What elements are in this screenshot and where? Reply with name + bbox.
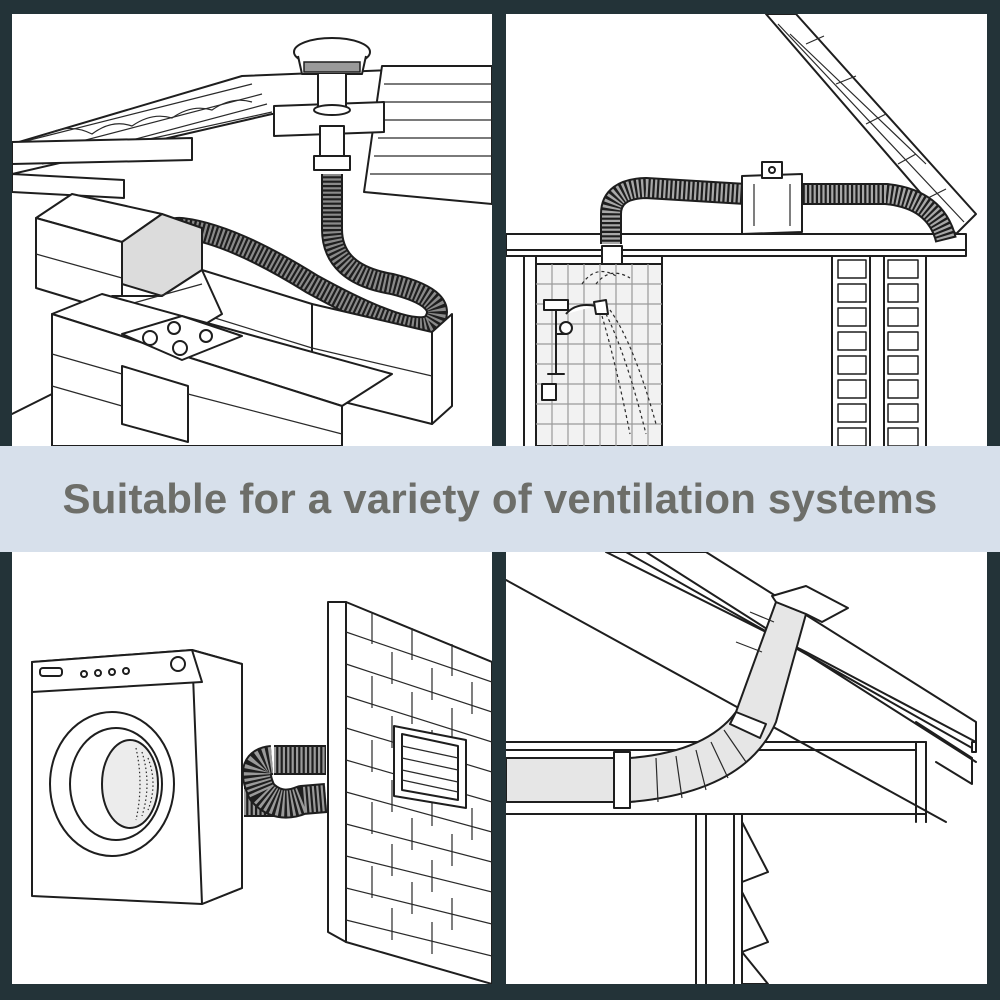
roof-vent-panel [506,552,987,984]
shower-wall [523,255,663,446]
kitchen-range-hood-duct-illustration [12,37,492,446]
roof-tiles [12,65,492,205]
roof-duct [506,585,849,809]
clothes-dryer [31,649,243,905]
inline-duct-fan [600,161,957,267]
dryer-vent-duct-illustration [31,601,492,984]
banner-caption: Suitable for a variety of ventilation sy… [62,475,938,522]
ceiling-joist [506,233,967,257]
dryer-hose [241,745,328,819]
brick-wall [327,601,492,984]
roof-rafter [765,14,977,235]
bathroom-fan-panel [506,14,987,446]
house-wall [695,813,769,984]
bathroom-inline-duct-fan-illustration [506,14,977,446]
caption-banner: Suitable for a variety of ventilation sy… [0,446,1000,552]
brick-wall [831,255,927,446]
dryer-vent-panel [12,552,492,984]
roof-cap-vent [293,37,371,171]
kitchen-hood-panel [12,14,492,446]
roof-vent-duct-illustration [506,552,977,984]
lower-cabinets-stove [12,293,393,446]
